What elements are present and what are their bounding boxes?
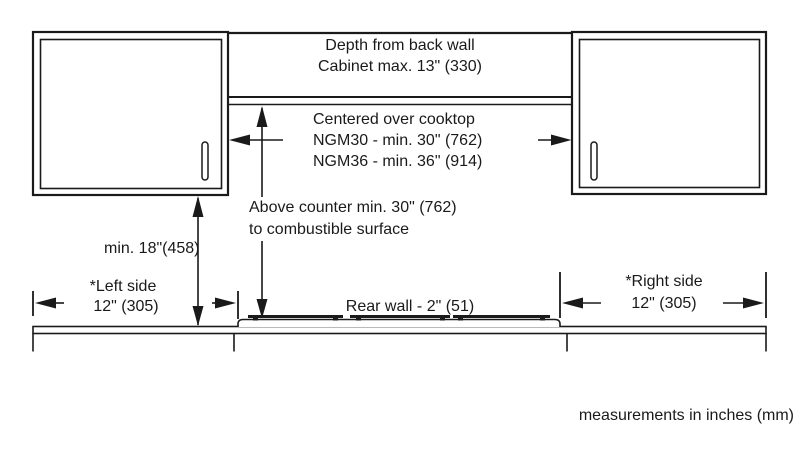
label-footnote: measurements in inches (mm) [579,407,794,424]
cooktop-grate-2 [350,315,450,318]
counter-surface [32,325,767,335]
grate-foot [440,318,445,321]
label-right-side-line1: *Right side [625,273,702,290]
top-band [228,31,572,106]
label-centered-line3: NGM36 - min. 36" (914) [313,153,482,170]
grate-foot [540,318,545,321]
dim-centered-right-arrow [538,134,572,146]
label-left-side-line2: 12" (305) [93,298,158,315]
label-right-side-line2: 12" (305) [631,295,696,312]
grate-foot [253,318,258,321]
grate-foot [458,318,463,321]
countertop [32,325,767,352]
dim-right-side [559,272,767,318]
cabinet-right-door-handle [590,141,598,181]
label-above-counter-line2: to combustible surface [249,221,409,238]
cooktop-body [237,318,561,327]
arrowhead-left [229,134,250,146]
label-min-18: min. 18"(458) [104,240,200,257]
arrowhead-left [35,297,56,309]
arrowhead-up [192,196,204,217]
arrowhead-right [743,297,764,309]
arrowhead-down [256,299,268,319]
cooktop-grate-3 [453,315,550,318]
dim-above-counter [256,106,268,319]
arrowhead-up [256,106,268,127]
dim-left-side [32,291,239,319]
arrowhead-right [215,297,236,309]
grate-foot [333,318,338,321]
label-rear-wall: Rear wall - 2" (51) [346,298,474,315]
label-centered-line2: NGM30 - min. 30" (762) [313,132,482,149]
cabinet-left-outer [31,30,230,197]
label-centered-line1: Centered over cooktop [313,111,475,128]
arrowhead-left [562,297,583,309]
cabinet-left-door-handle [201,141,209,181]
label-depth-line2: Cabinet max. 13" (330) [318,58,482,75]
dim-min-18 [192,196,204,326]
dim-centered-left-arrow [229,134,283,146]
label-above-counter-line1: Above counter min. 30" (762) [249,199,457,216]
label-left-side-line1: *Left side [90,278,157,295]
wall-cabinet-left [31,30,230,197]
wall-cabinet-right [570,30,768,196]
arrowhead-down [192,306,204,326]
cooktop-grate-1 [248,315,343,318]
arrowhead-right [551,134,572,146]
cabinet-right-inner [578,38,761,189]
cooktop [237,315,561,327]
cabinet-right-outer [570,30,768,196]
cabinet-left-inner [39,38,223,190]
label-depth-line1: Depth from back wall [325,37,474,54]
grate-foot [356,318,361,321]
